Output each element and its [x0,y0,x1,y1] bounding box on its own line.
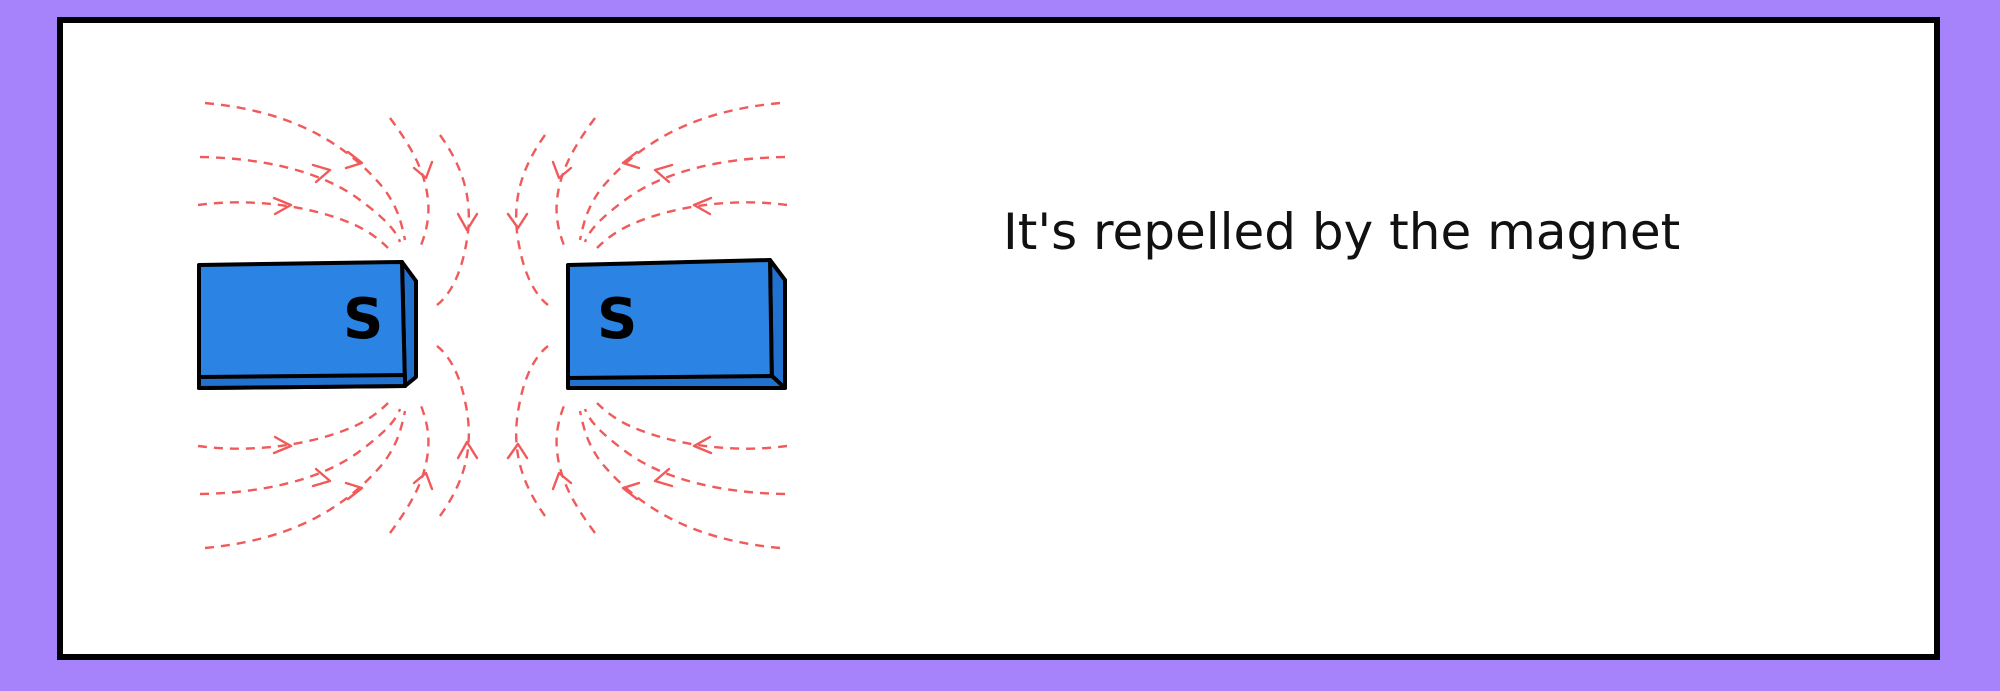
field-line [204,410,407,550]
field-line [583,155,786,243]
arrow-icon [653,467,674,488]
arrow-icon [344,150,364,170]
arrow-icon [621,150,641,170]
field-line [197,402,389,450]
field-line [578,410,781,550]
arrow-icon [412,160,434,180]
field-arrowheads [272,150,713,501]
magnet-pole-label: S [597,287,637,352]
arrow-icon [456,212,479,232]
magnetic-field-lines [197,101,788,550]
arrow-icon [456,440,479,460]
field-line [204,101,407,241]
arrow-icon [311,163,332,184]
arrow-icon [692,435,713,455]
arrow-icon [621,481,641,501]
field-line [514,134,549,306]
magnet-pole-label: S [343,287,383,352]
field-line [436,134,471,306]
field-line [436,345,471,517]
field-line [199,155,402,243]
field-line [555,402,596,534]
arrow-icon [311,467,332,488]
field-line [555,117,596,249]
arrow-icon [551,471,573,491]
caption-text: It's repelled by the magnet [1003,203,1681,261]
arrow-icon [506,442,529,460]
field-line [389,117,430,249]
arrow-icon [551,160,573,180]
field-line [389,402,430,534]
arrow-icon [272,435,293,455]
arrow-icon [412,471,434,491]
field-line [199,408,402,496]
field-line [596,402,788,450]
right-magnet: S [566,258,787,390]
arrow-icon [506,212,529,230]
arrow-icon [344,481,364,501]
arrow-icon [692,196,713,216]
arrow-icon [272,196,293,216]
field-line [514,345,549,517]
field-line [596,201,788,249]
field-line [197,201,389,249]
field-line [578,101,781,241]
arrow-icon [653,163,674,184]
left-magnet: S [197,260,418,390]
field-line [583,408,786,496]
